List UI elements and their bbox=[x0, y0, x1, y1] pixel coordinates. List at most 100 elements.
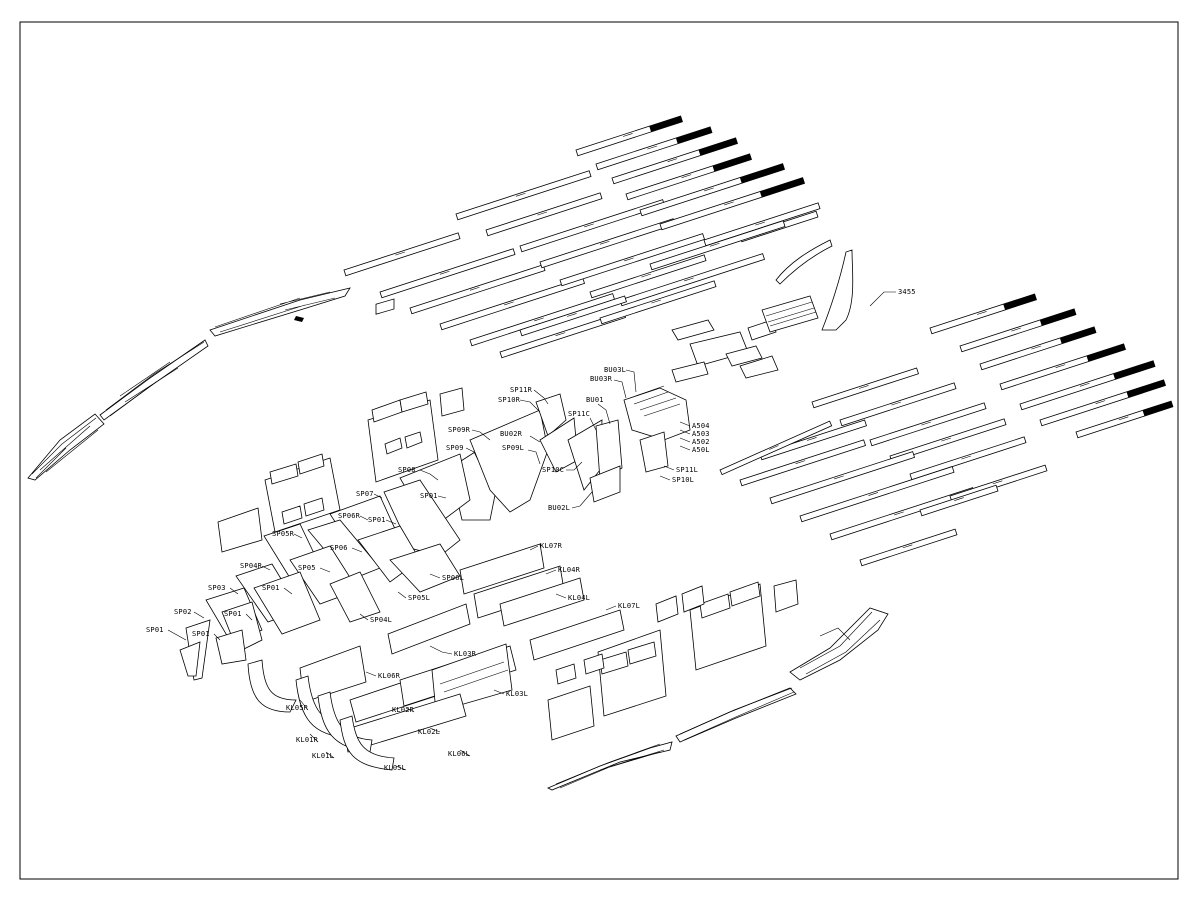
plank-strip-mark bbox=[439, 270, 450, 275]
plank-strip-hatch bbox=[698, 137, 738, 156]
label-sp01-c: SP01 bbox=[262, 584, 280, 592]
plank-strip-mark bbox=[1055, 364, 1066, 369]
label-kl01l: KL01L bbox=[312, 752, 334, 760]
plank-strip bbox=[869, 402, 987, 447]
label-bu02r: BU02R bbox=[500, 430, 523, 438]
plank-strip-mark bbox=[667, 158, 678, 163]
plank-strip-mark bbox=[624, 257, 634, 262]
plank-strip-mark bbox=[858, 385, 869, 389]
plank-strip-mark bbox=[976, 311, 987, 315]
plank-strip-mark bbox=[954, 497, 964, 501]
plank-strip bbox=[859, 528, 958, 567]
label-a502: A502 bbox=[692, 438, 710, 446]
plank-strip-hatch bbox=[1039, 308, 1076, 326]
label-sp05: SP05 bbox=[298, 564, 316, 572]
plank-strip bbox=[599, 280, 717, 325]
plank-strip-hatch bbox=[649, 116, 683, 132]
label-ref-3455: 3455 bbox=[898, 288, 916, 296]
bulkhead-and-panel-cluster bbox=[179, 239, 854, 771]
plank-strip bbox=[439, 277, 586, 331]
plank-strip bbox=[739, 439, 866, 487]
label-a504: A504 bbox=[692, 422, 710, 430]
plank-strip bbox=[909, 436, 1027, 481]
plank-strip-hatch bbox=[1003, 294, 1037, 310]
label-sp10r: SP10R bbox=[498, 396, 521, 404]
label-sp05l: SP05L bbox=[408, 594, 430, 602]
plank-strip-hatch bbox=[1059, 326, 1096, 344]
plank-strip bbox=[811, 367, 919, 409]
label-sp06l: SP06L bbox=[442, 574, 464, 582]
label-sp10l: SP10L bbox=[672, 476, 694, 484]
label-sp06: SP06 bbox=[330, 544, 348, 552]
label-kl01r: KL01R bbox=[296, 736, 319, 744]
label-sp11c: SP11C bbox=[568, 410, 590, 418]
label-bu02l: BU02L bbox=[548, 504, 570, 512]
plank-strip-mark bbox=[1118, 416, 1129, 421]
plank-strip-mark bbox=[647, 145, 657, 150]
lower-stringer-strips bbox=[547, 607, 889, 791]
plank-strip-hatch bbox=[675, 126, 712, 144]
label-bu03r: BU03R bbox=[590, 375, 613, 383]
plank-strip bbox=[703, 202, 821, 247]
label-sp01-e: SP01 bbox=[146, 626, 164, 634]
plank-strip bbox=[499, 311, 626, 359]
plank-strip bbox=[409, 264, 546, 315]
plank-strip-mark bbox=[795, 460, 806, 465]
label-bu01: BU01 bbox=[586, 396, 604, 404]
label-kl04r: KL04R bbox=[558, 566, 581, 574]
leader-lines bbox=[167, 291, 896, 771]
plank-strip bbox=[719, 420, 833, 476]
label-sp08: SP08 bbox=[398, 466, 416, 474]
label-kl02r: KL02R bbox=[392, 706, 415, 714]
plank-strip-mark bbox=[681, 174, 692, 179]
plank-strip bbox=[759, 419, 867, 461]
label-kl07r: KL07R bbox=[540, 542, 563, 550]
plank-strip-mark bbox=[806, 437, 817, 441]
label-sp02: SP02 bbox=[174, 608, 192, 616]
plank-strip-mark bbox=[599, 240, 610, 245]
plank-strip-mark bbox=[709, 242, 720, 247]
plank-strip-mark bbox=[891, 401, 901, 406]
plank-strip-mark bbox=[622, 133, 633, 137]
label-sp11r: SP11R bbox=[510, 386, 533, 394]
label-sp10c: SP10C bbox=[542, 466, 564, 474]
plank-strip bbox=[919, 484, 999, 517]
label-sp01-d: SP01 bbox=[224, 610, 242, 618]
right-plank-group bbox=[719, 293, 1174, 567]
plank-strip-mark bbox=[537, 211, 547, 216]
label-sp01-f: SP01 bbox=[192, 630, 210, 638]
plank-strip bbox=[559, 233, 706, 287]
plank-strip bbox=[379, 248, 516, 299]
plank-strip-mark bbox=[1079, 382, 1090, 387]
label-kl06l: KL06L bbox=[448, 750, 470, 758]
label-sp04r: SP04R bbox=[240, 562, 263, 570]
plank-strip-mark bbox=[395, 251, 405, 256]
label-sp11l: SP11L bbox=[676, 466, 698, 474]
label-sp03: SP03 bbox=[208, 584, 226, 592]
label-a50l: A50L bbox=[692, 446, 710, 454]
plank-strip-mark bbox=[504, 301, 514, 306]
plank-strip-mark bbox=[684, 277, 694, 282]
plank-strip-hatch bbox=[1113, 360, 1156, 380]
label-sp06r: SP06R bbox=[338, 512, 361, 520]
plank-strip-mark bbox=[566, 313, 577, 317]
plank-strip-mark bbox=[894, 511, 904, 516]
plank-strip-mark bbox=[1011, 327, 1021, 332]
label-sp05r: SP05R bbox=[272, 530, 295, 538]
label-kl05r: KL05R bbox=[286, 704, 309, 712]
frame-panel-sp09 bbox=[367, 298, 439, 483]
label-kl07l: KL07L bbox=[618, 602, 640, 610]
plank-strip bbox=[769, 451, 916, 505]
plank-strip bbox=[539, 218, 676, 269]
part-labels: BU03L BU03R BU01 SP11R SP10R SP11C BU02R… bbox=[146, 288, 916, 772]
label-kl04l: KL04L bbox=[568, 594, 590, 602]
upper-plank-group bbox=[343, 115, 821, 359]
plank-strip-mark bbox=[724, 201, 734, 206]
drawing-border bbox=[19, 21, 1179, 880]
plank-strip-mark bbox=[1031, 345, 1041, 350]
plank-strip bbox=[519, 199, 666, 253]
plank-strip-mark bbox=[921, 421, 931, 426]
plank-strip-hatch bbox=[759, 177, 805, 198]
plank-strip-mark bbox=[1095, 400, 1106, 405]
